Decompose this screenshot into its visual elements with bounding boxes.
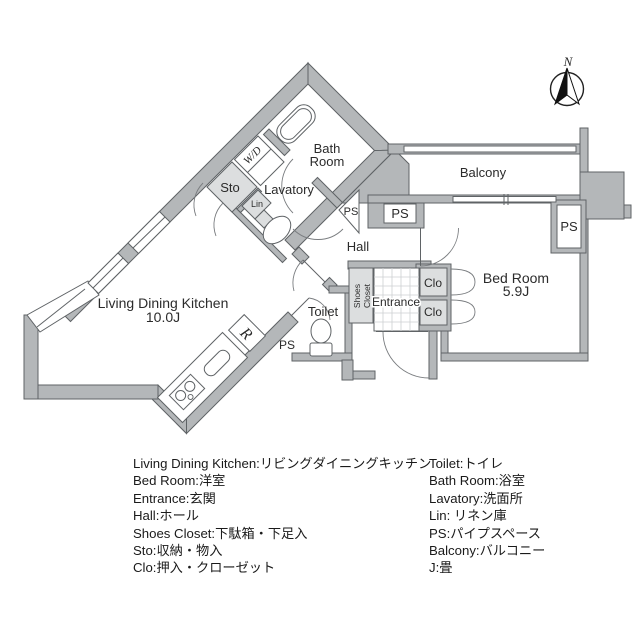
legend-line-clo: Clo:押入・クローゼット	[133, 560, 276, 576]
shoes-closet-box	[348, 267, 374, 324]
toilet-fixture	[309, 318, 333, 357]
legend-line-balcony: Balcony:バルコニー	[429, 543, 546, 559]
label-ps-balcony: PS	[391, 206, 409, 221]
wall-porch-step	[341, 359, 354, 381]
wall-bottom	[23, 384, 159, 400]
room-labels: Living Dining Kitchen 10.0J Bed Room 5.9…	[98, 141, 578, 352]
storage-sto	[206, 161, 258, 213]
walls	[23, 61, 632, 435]
label-hall: Hall	[347, 239, 370, 254]
label-ps-kitchen: PS	[279, 338, 295, 352]
door-swing-sto	[193, 182, 204, 217]
label-shoes-closet-2: Closet	[362, 283, 372, 308]
label-clo-lower: Clo	[424, 305, 442, 319]
doors	[193, 158, 476, 379]
door-leaf-ldk	[302, 259, 326, 283]
legend-line-ldk: Living Dining Kitchen:リビングダイニングキッチン	[133, 456, 432, 471]
window-bedroom-ticks	[503, 194, 509, 205]
label-lin: Lin	[251, 199, 263, 209]
closet-lower-box	[419, 299, 448, 326]
door-leaf-toilet	[290, 297, 310, 317]
label-balcony: Balcony	[460, 165, 507, 180]
label-shoes-closet-1: Shoes	[352, 284, 362, 308]
ps-bath-triangle	[338, 188, 360, 235]
label-ldk: Living Dining Kitchen	[98, 295, 229, 311]
door-swing-toilet	[308, 297, 331, 321]
closet-upper-box	[419, 267, 448, 297]
label-bath-2: Room	[310, 154, 345, 169]
wall-stub-ldk-door	[291, 246, 310, 265]
washer-dryer-line	[247, 148, 272, 173]
door-swing-bedroom	[420, 227, 459, 267]
legend-line-lin: Lin: リネン庫	[429, 508, 507, 524]
label-toilet: Toilet	[308, 304, 339, 319]
label-entrance: Entrance	[372, 295, 420, 309]
door-fold-closet-lower	[450, 299, 476, 325]
door-swing-ldk	[292, 259, 304, 292]
legend-right-column: Toilet:トイレ Bath Room:浴室 Lavatory:洗面所 Lin…	[429, 455, 545, 577]
window-ldk-b-line	[132, 216, 166, 249]
ps-balcony-box	[383, 203, 417, 224]
label-ldk-size: 10.0J	[146, 309, 180, 325]
legend-line-j: J:畳	[429, 560, 453, 576]
window-balcony-rail	[403, 145, 577, 153]
refrigerator-space: R	[227, 313, 267, 353]
door-swing-entrance	[382, 331, 430, 379]
linen-closet	[241, 189, 272, 220]
wall-right-notch	[623, 204, 632, 219]
kitchen-sink	[203, 349, 231, 377]
wall-right-block	[579, 171, 625, 220]
compass: N	[549, 54, 585, 107]
legend-line-bath: Bath Room:浴室	[429, 473, 526, 489]
label-bedroom: Bed Room	[483, 270, 549, 286]
door-swing-lavatory-hall	[292, 228, 344, 240]
legend-line-bedroom: Bed Room:洋室	[133, 473, 226, 489]
label-lavatory: Lavatory	[264, 182, 314, 197]
wall-porch-south	[352, 370, 376, 380]
label-bedroom-size: 5.9J	[503, 283, 529, 299]
compass-needle-outline	[566, 67, 580, 106]
door-fold-closet-upper	[450, 268, 476, 296]
label-bath-1: Bath	[314, 141, 341, 156]
corner-bay-window-line	[36, 288, 86, 328]
label-ps-bedroom: PS	[560, 219, 578, 234]
entrance-tile-grid	[374, 268, 419, 331]
wall-bath-lavatory-a	[262, 128, 291, 157]
fixtures	[168, 104, 333, 411]
label-ps-bath: PS	[344, 206, 359, 218]
legend-line-ps: PS:パイプスペース	[429, 525, 541, 541]
wall-right-top	[579, 127, 589, 173]
ps-bedroom-box	[556, 204, 582, 249]
lavatory-sink	[262, 215, 292, 245]
door-swing-lavatory-ldk	[213, 202, 224, 237]
legend-line-lavatory: Lavatory:洗面所	[429, 490, 523, 506]
wall-left	[23, 314, 39, 400]
legend-line-hall: Hall:ホール	[133, 508, 199, 524]
windows-and-openings	[26, 145, 577, 333]
label-sto: Sto	[220, 180, 240, 195]
legend-left-column: Living Dining Kitchen:リビングダイニングキッチン Bed …	[133, 455, 431, 577]
label-clo-upper: Clo	[424, 276, 442, 290]
legend-line-entrance: Entrance:玄関	[133, 490, 216, 506]
legend-line-sto: Sto:収納・物入	[133, 543, 223, 559]
window-ldk-a-line	[92, 257, 124, 289]
wall-bedroom-south	[440, 352, 589, 362]
entrance-floor	[373, 267, 420, 332]
legend-line-shoes-closet: Shoes Closet:下駄箱・下足入	[133, 525, 308, 541]
stove	[168, 373, 206, 411]
legend-line-toilet: Toilet:トイレ	[429, 456, 504, 471]
compass-north-label: N	[563, 54, 574, 69]
bathtub	[276, 104, 316, 144]
door-swing-bath	[281, 158, 294, 214]
